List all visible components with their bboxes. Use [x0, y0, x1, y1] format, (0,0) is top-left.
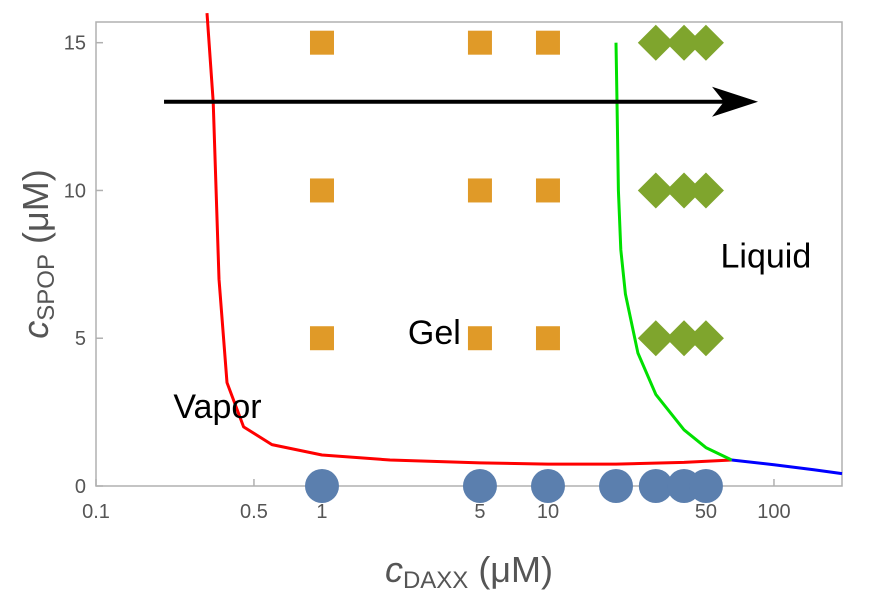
x-tick-label: 50 — [695, 501, 717, 523]
y-tick-label: 15 — [64, 33, 86, 55]
diamond-marker — [637, 24, 674, 61]
square-marker — [535, 326, 560, 351]
square-marker — [535, 30, 560, 55]
diamond-marker — [637, 320, 674, 357]
region-label: Vapor — [173, 388, 261, 426]
circle-marker — [688, 469, 723, 503]
circle-marker — [304, 469, 339, 503]
plot-frame — [95, 21, 843, 487]
region-labels: Vapor Gel Liquid — [173, 237, 811, 426]
circle-marker — [530, 469, 565, 503]
diamond-marker — [637, 172, 674, 209]
square-marker — [467, 326, 492, 351]
diamond-marker — [666, 172, 703, 209]
arrow-head — [712, 86, 759, 117]
diamond-marker — [687, 320, 724, 357]
diamond-marker — [687, 172, 724, 209]
phase-boundaries — [205, 12, 843, 476]
y-tick-label: 5 — [75, 328, 86, 350]
square-marker — [467, 30, 492, 55]
circle-marker — [599, 469, 634, 503]
x-axis-label: cDAXX (μM) — [385, 549, 553, 594]
region-label: Gel — [408, 314, 461, 352]
phase-boundary-curve — [205, 12, 732, 466]
x-tick-label: 100 — [757, 501, 790, 523]
square-marker — [467, 178, 492, 203]
diamond-marker — [666, 320, 703, 357]
x-tick-label: 0.5 — [240, 501, 268, 523]
direction-arrow — [164, 86, 759, 117]
region-label: Liquid — [721, 237, 812, 275]
circle-marker — [638, 469, 673, 503]
square-marker — [309, 178, 334, 203]
diamond-marker — [687, 24, 724, 61]
y-tick-label: 10 — [64, 180, 86, 202]
square-marker — [309, 326, 334, 351]
diamond-marker — [666, 24, 703, 61]
x-tick-label: 10 — [537, 501, 559, 523]
phase-boundary-curve — [731, 458, 843, 476]
square-marker — [309, 30, 334, 55]
circle-marker — [462, 469, 497, 503]
phase-boundary-curve — [614, 42, 733, 462]
x-tick-label: 0.1 — [82, 501, 110, 523]
y-axis-label: cSPOP (μM) — [15, 169, 60, 338]
y-tick-label: 0 — [75, 476, 86, 498]
x-tick-label: 5 — [474, 501, 485, 523]
x-tick-label: 1 — [316, 501, 327, 523]
data-markers — [304, 24, 724, 503]
square-marker — [535, 178, 560, 203]
